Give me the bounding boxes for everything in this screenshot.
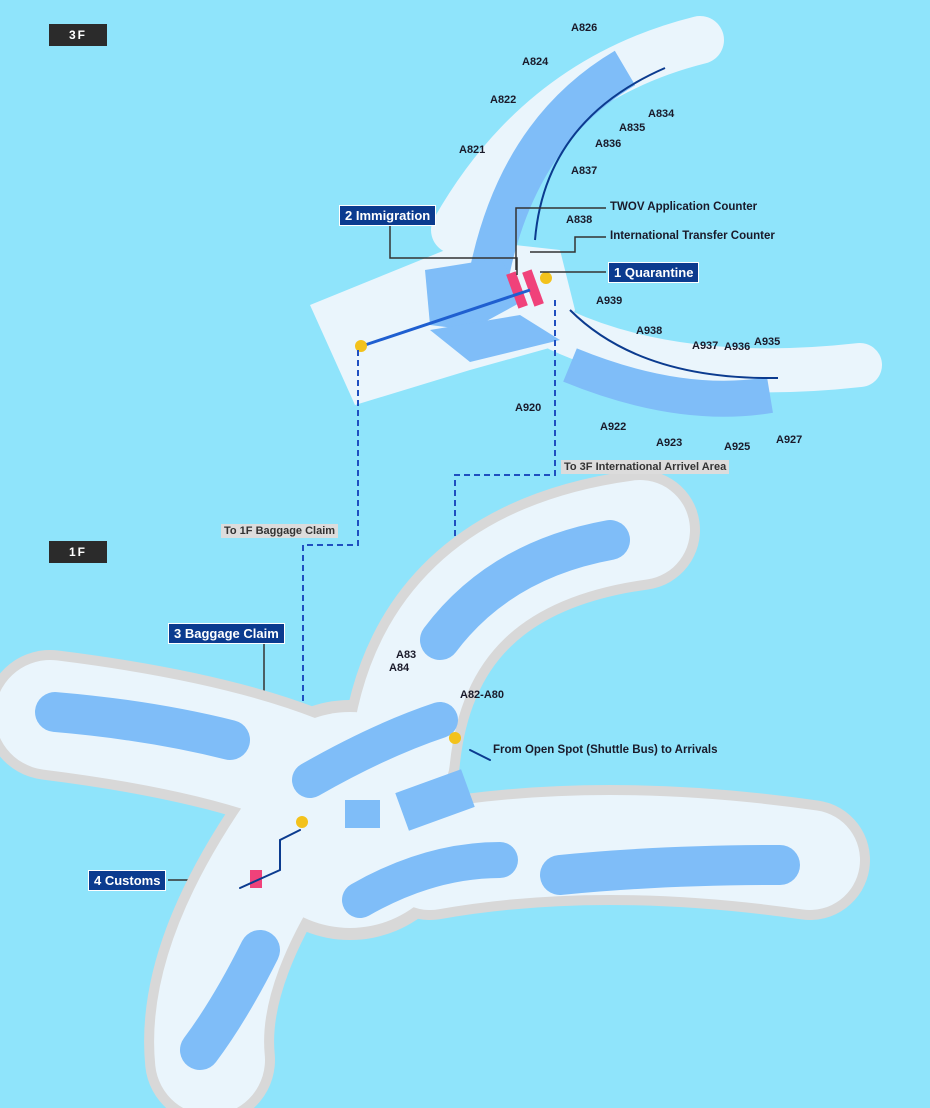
floor-label-3f: 3F — [49, 24, 107, 46]
floor-3f-map — [310, 16, 882, 417]
quarantine-counter — [522, 269, 544, 307]
route-arrow-to-escalator — [364, 288, 531, 347]
floor-label-1f: 1F — [49, 541, 107, 563]
gate-label: A935 — [754, 336, 781, 348]
floor-1f-map — [0, 470, 870, 1108]
callout-quarantine: 1 Quarantine — [608, 262, 700, 283]
3f-east-pier — [538, 308, 882, 393]
gate-label: A922 — [600, 421, 627, 433]
gate-label: A824 — [522, 56, 549, 68]
callout-immigration: 2 Immigration — [339, 205, 437, 226]
gate-label: A923 — [656, 437, 683, 449]
gate-label: A838 — [566, 214, 593, 226]
callout-customs: 4 Customs — [88, 870, 167, 891]
gate-label: A837 — [571, 165, 598, 177]
gate-label: A835 — [619, 122, 646, 134]
3f-center-block-2 — [430, 315, 560, 362]
route-arrow-east — [569, 309, 779, 380]
note-transfer-counter: International Transfer Counter — [610, 230, 775, 242]
gate-label: A821 — [459, 144, 486, 156]
note-twov-counter: TWOV Application Counter — [610, 201, 758, 213]
gate-label: A83 — [396, 649, 417, 661]
gate-label: A826 — [571, 22, 598, 34]
gate-label: A84 — [389, 662, 410, 674]
customs-counter — [250, 870, 262, 888]
escalator-icon — [296, 816, 308, 828]
gate-label: A822 — [490, 94, 517, 106]
gate-label: A82-A80 — [460, 689, 505, 701]
gate-label: A927 — [776, 434, 803, 446]
3f-east-gates-block — [563, 348, 773, 417]
gate-label: A939 — [596, 295, 623, 307]
escalator-icon — [540, 272, 552, 284]
tag-to-baggage-claim: To 1F Baggage Claim — [221, 524, 339, 538]
3f-north-gates-block — [470, 50, 636, 275]
gate-label: A834 — [648, 108, 675, 120]
gate-label: A937 — [692, 340, 719, 352]
gate-label: A836 — [595, 138, 622, 150]
quarantine-counter — [506, 271, 528, 309]
gate-label: A925 — [724, 441, 751, 453]
note-shuttle-bus: From Open Spot (Shuttle Bus) to Arrivals — [493, 744, 718, 756]
callout-baggage-claim: 3 Baggage Claim — [168, 623, 285, 644]
gate-label: A938 — [636, 325, 663, 337]
escalator-icon — [449, 732, 461, 744]
gate-label: A936 — [724, 341, 751, 353]
route-arrow-north — [534, 67, 666, 241]
3f-center-block — [425, 258, 525, 330]
gate-label: A920 — [515, 402, 542, 414]
escalator-icon — [355, 340, 367, 352]
tag-to-arrival-area: To 3F International Arrivel Area — [561, 460, 730, 474]
